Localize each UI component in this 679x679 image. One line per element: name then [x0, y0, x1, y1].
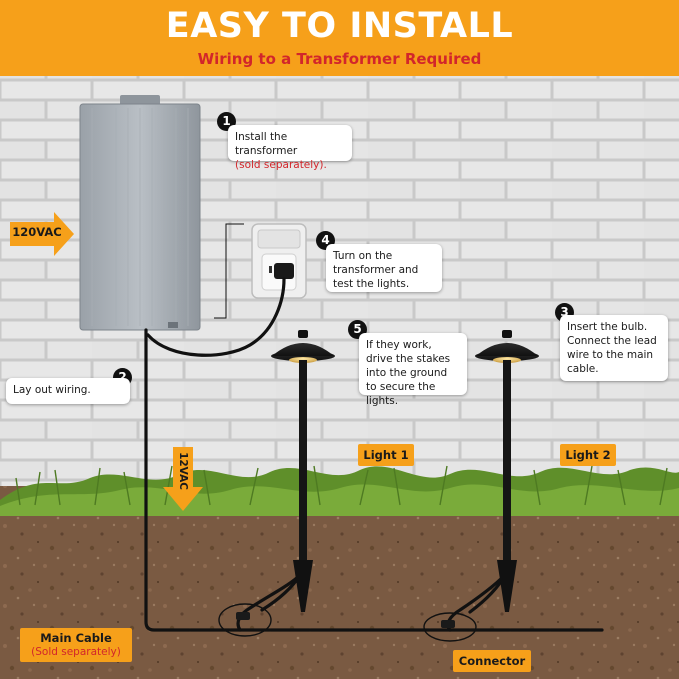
- light-2-label: Light 2: [560, 444, 616, 466]
- arrow-down-icon: [163, 447, 203, 511]
- connector-label: Connector: [453, 650, 531, 672]
- step-1-callout: Install the transformer (sold separately…: [228, 125, 352, 171]
- voltage-down-arrow: 12VAC: [163, 447, 203, 511]
- voltage-input-arrow: 120VAC: [10, 212, 74, 261]
- main-cable-note: (Sold separately): [31, 646, 121, 658]
- voltage-down-label: 12VAC: [177, 452, 189, 490]
- light-1-label: Light 1: [358, 444, 414, 466]
- step-2-callout: Lay out wiring.: [6, 378, 130, 404]
- page-subtitle: Wiring to a Transformer Required: [197, 50, 482, 68]
- step-3-text: Insert the bulb. Connect the lead wire t…: [567, 321, 657, 375]
- step-1-text: Install the transformer: [235, 131, 298, 157]
- voltage-input-label: 120VAC: [12, 225, 62, 239]
- step-4-text: Turn on the transformer and test the lig…: [333, 250, 419, 290]
- step-3-callout: Insert the bulb. Connect the lead wire t…: [560, 315, 668, 381]
- main-cable-label: Main Cable (Sold separately): [20, 628, 132, 662]
- arrow-right-icon: [10, 212, 74, 256]
- step-5-callout: If they work, drive the stakes into the …: [359, 333, 467, 407]
- step-1-note: (sold separately).: [235, 159, 327, 171]
- main-cable-text: Main Cable: [40, 631, 112, 645]
- step-5-text: If they work, drive the stakes into the …: [366, 339, 451, 407]
- step-2-text: Lay out wiring.: [13, 384, 91, 396]
- header-banner: EASY TO INSTALL Wiring to a Transformer …: [0, 0, 679, 76]
- page-title: EASY TO INSTALL: [165, 6, 514, 46]
- step-4-callout: Turn on the transformer and test the lig…: [326, 244, 442, 292]
